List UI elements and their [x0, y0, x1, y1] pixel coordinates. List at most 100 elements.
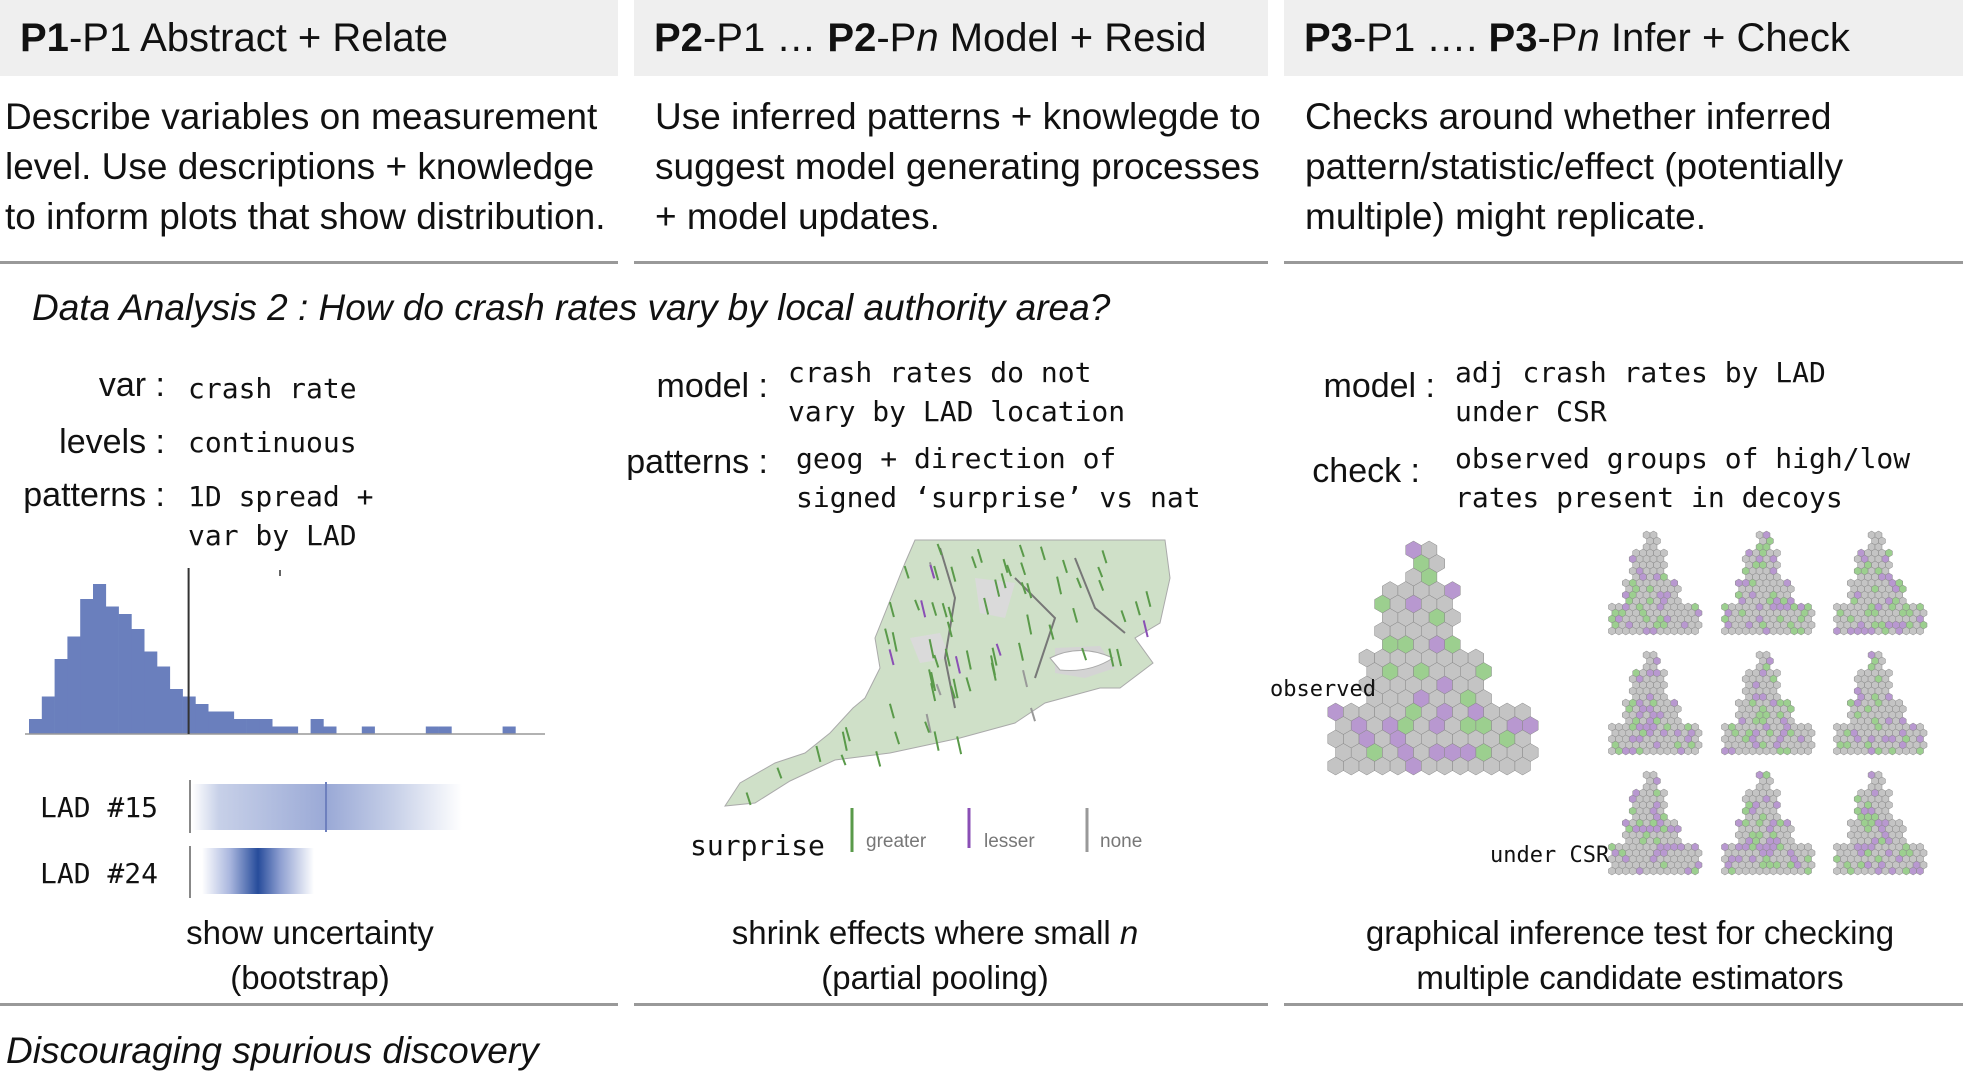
hex-cell [1735, 626, 1743, 636]
hex-cell [1902, 746, 1910, 756]
surprise-mark [950, 685, 956, 699]
surprise-mark [1039, 546, 1046, 561]
levels-label: levels : [59, 423, 165, 461]
hex-cell [1840, 866, 1848, 876]
histogram-bar [208, 711, 222, 734]
histogram-bar [93, 584, 107, 734]
surprise-mark [990, 662, 997, 681]
hex-cell [1833, 746, 1841, 756]
header-bold: P2 [827, 16, 877, 60]
histogram-bar [221, 711, 235, 734]
hex-cell [1833, 626, 1841, 636]
hex-cell [1628, 866, 1637, 876]
surprise-mark [941, 602, 948, 618]
var-label: var : [98, 366, 165, 404]
patterns-label: patterns : [23, 476, 165, 514]
levels-value: continuous [188, 426, 357, 459]
hex-cell [1783, 746, 1791, 756]
lad-label-a: LAD #15 [40, 791, 159, 824]
histogram-bar [169, 689, 183, 734]
hex-cell [1684, 866, 1692, 876]
surprise-mark [1026, 614, 1033, 635]
histogram-bar [131, 629, 145, 734]
surprise-mark [1072, 607, 1079, 623]
legend-greater: greater [866, 831, 927, 852]
surprise-mark [745, 792, 752, 806]
hex-cell [1790, 866, 1798, 876]
hex-cell [1783, 866, 1791, 876]
hex-cell [1840, 626, 1848, 636]
surprise-mark [776, 767, 783, 779]
header-text: Model + Resid [938, 16, 1207, 60]
divider [634, 1003, 1268, 1006]
surprise-mark [965, 677, 972, 692]
hex-cell [1649, 746, 1658, 756]
hex-cell [1628, 746, 1637, 756]
histogram-bar [144, 651, 158, 734]
surprise-mark [995, 643, 1002, 656]
histogram-bar [246, 719, 260, 734]
header-italic: n [916, 16, 939, 60]
p2-description: Use inferred patterns + knowlegde to sug… [655, 96, 1261, 237]
hex-cell [1514, 756, 1531, 776]
hex-cell [1663, 866, 1672, 876]
legend-none: none [1100, 831, 1143, 852]
csr-label: under CSR [1490, 843, 1610, 868]
hex-cell [1797, 866, 1805, 876]
lad-label-b: LAD #24 [40, 857, 159, 890]
surprise-mark [1002, 558, 1009, 574]
hex-cell [1670, 746, 1678, 756]
hex-cell [1728, 866, 1736, 876]
surprise-mark [840, 754, 847, 766]
hex-cell [1762, 746, 1771, 756]
decoy-hexmap [1721, 650, 1816, 756]
histogram-bar [80, 599, 94, 734]
model-label: model : [1323, 367, 1436, 405]
surprise-mark [946, 621, 953, 638]
south-england-map [724, 539, 1171, 807]
decoy-hexmap [1721, 530, 1816, 636]
header-text: -P1 Abstract + Relate [68, 16, 449, 60]
header-italic: n [1577, 16, 1600, 60]
p3-caption: graphical inference test for checking mu… [1300, 910, 1960, 1000]
surprise-mark [935, 683, 942, 696]
hex-cell [1769, 746, 1778, 756]
hex-cell [1615, 626, 1623, 636]
decoy-hexmap [1608, 770, 1703, 876]
surprise-mark [1076, 577, 1082, 589]
caption-line: (partial pooling) [821, 959, 1049, 996]
surprise-mark [931, 602, 938, 616]
surprise-mark [1018, 544, 1025, 558]
histogram-bar [118, 614, 132, 734]
hex-cell [1895, 626, 1903, 636]
hex-cell [1847, 746, 1855, 756]
hex-cell [1916, 626, 1924, 636]
surprise-mark [971, 556, 977, 569]
hex-cell [1622, 866, 1630, 876]
divider [1284, 261, 1963, 264]
p3-description: Checks around whether inferred pattern/s… [1305, 96, 1844, 237]
surprise-mark [920, 600, 927, 618]
hex-cell [1642, 626, 1651, 636]
hex-cell [1728, 746, 1736, 756]
column-header-p3: P3-P1 …. P3-Pn Infer + Check [1284, 0, 1963, 76]
hex-cell [1735, 746, 1743, 756]
hex-cell [1840, 746, 1848, 756]
histogram-bar [54, 659, 68, 734]
hex-cell [1860, 746, 1869, 756]
hex-cell [1783, 626, 1791, 636]
check-value: observed groups of high/low rates presen… [1455, 442, 1911, 514]
header-bold: P1 [20, 16, 69, 60]
hex-cell [1847, 626, 1855, 636]
model-label: model : [656, 367, 769, 405]
divider [0, 261, 618, 264]
surprise-mark [903, 565, 910, 579]
hex-cell [1622, 746, 1630, 756]
hex-cell [1762, 866, 1771, 876]
surprise-mark [1108, 648, 1115, 667]
hex-cell [1888, 626, 1897, 636]
histogram-bar [285, 726, 299, 734]
hex-cell [1874, 866, 1883, 876]
p1-description: Describe variables on measurement level.… [5, 96, 606, 237]
surprise-mark [983, 597, 990, 615]
